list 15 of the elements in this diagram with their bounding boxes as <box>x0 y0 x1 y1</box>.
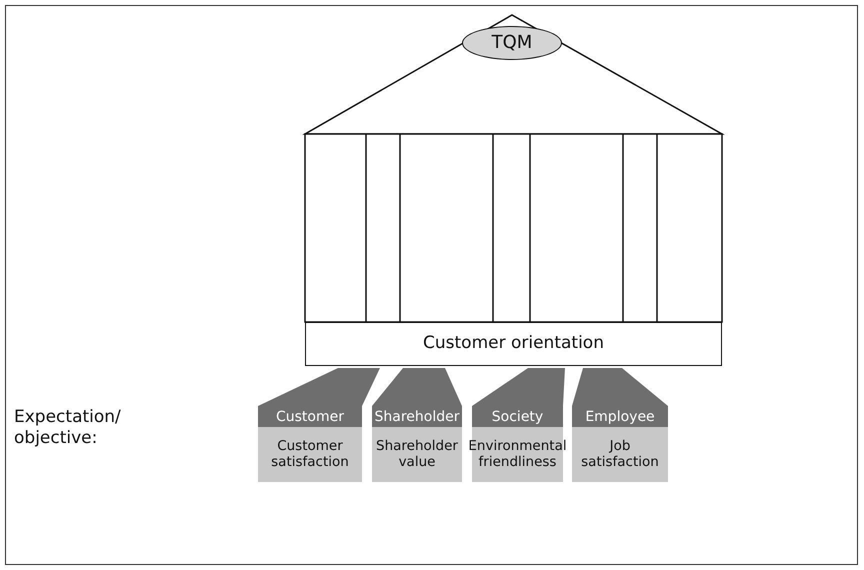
objective-label: Shareholder value <box>375 436 459 472</box>
objective-box <box>372 427 462 482</box>
foundation-label: Customer orientation <box>422 332 605 356</box>
objective-box <box>258 427 362 482</box>
stakeholder-heading: Customer <box>274 408 345 427</box>
objective-box <box>572 427 668 482</box>
stakeholder-heading: Society <box>490 408 544 427</box>
tqm-label: TQM <box>490 30 534 55</box>
foundation-box <box>305 322 722 366</box>
stakeholder-heading: Employee <box>584 408 656 427</box>
objective-label: Job satisfaction <box>580 436 660 472</box>
stakeholder-heading: Shareholder <box>374 408 460 427</box>
row-label: Expectation/ objective: <box>14 407 122 450</box>
objective-label: Environmental friendliness <box>472 436 563 472</box>
objective-label: Customer satisfaction <box>270 436 350 472</box>
